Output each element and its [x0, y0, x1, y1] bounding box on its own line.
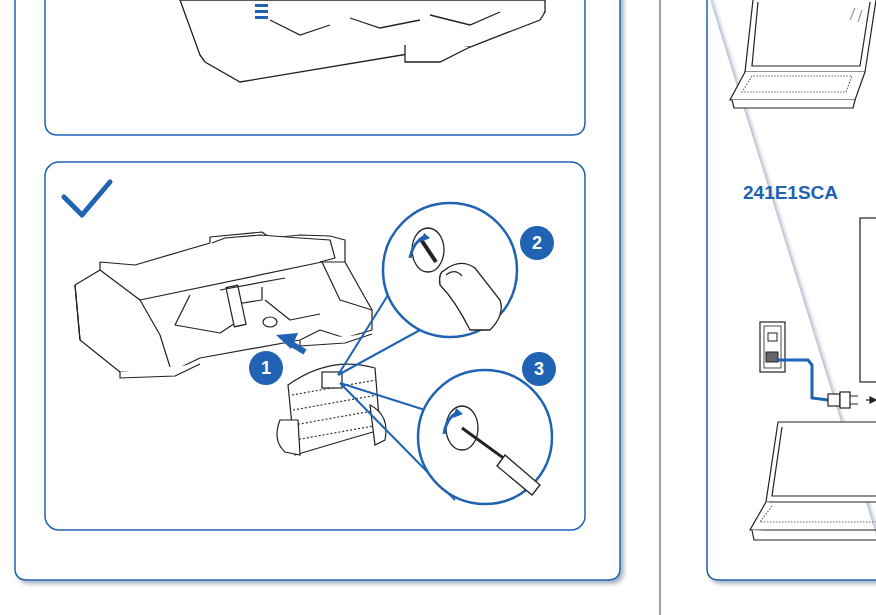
power-outlet	[760, 322, 785, 372]
panel	[707, 0, 876, 580]
monitor-in-foam	[75, 232, 372, 378]
move-arrow-head	[276, 333, 298, 349]
callout-circle: 3	[522, 352, 556, 386]
divider	[660, 0, 661, 615]
model-heading: 241E1SCA	[743, 182, 838, 204]
callout-number: 3	[522, 352, 556, 382]
laptop	[730, 0, 876, 108]
foam-tray	[180, 0, 545, 82]
step-box	[45, 0, 585, 135]
step-box	[45, 162, 585, 530]
callout-number: 1	[249, 351, 283, 381]
stand-base	[277, 364, 386, 455]
zoom-detail	[383, 203, 517, 337]
panel	[15, 0, 620, 580]
callout-number: 2	[520, 226, 554, 256]
power-cable	[778, 360, 828, 400]
check-mark	[64, 182, 110, 215]
monitor-edge	[860, 218, 876, 382]
laptop	[750, 422, 876, 540]
zoom-detail	[418, 370, 552, 504]
menu-icon	[255, 4, 268, 19]
callout-circle: 2	[520, 226, 554, 260]
power-plug	[828, 392, 876, 408]
callout-circle: 1	[249, 351, 283, 385]
